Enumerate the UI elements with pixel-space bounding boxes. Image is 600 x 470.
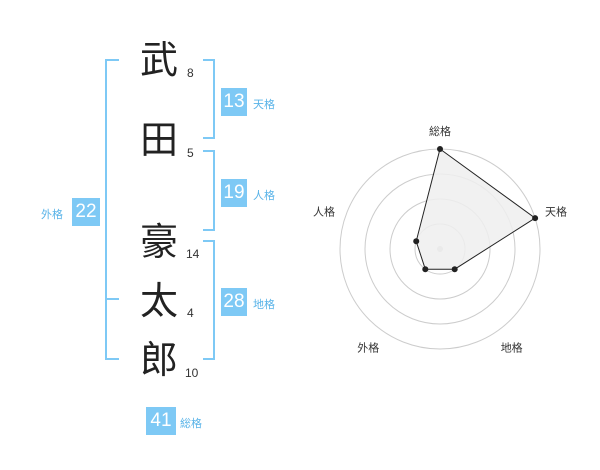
radar-axis-label: 天格 — [545, 204, 567, 218]
jinkaku-bracket-bottom — [203, 229, 215, 231]
chikaku-bracket-vertical — [213, 240, 215, 360]
tenkaku-label: 天格 — [253, 98, 275, 111]
radar-axis-label: 人格 — [313, 204, 335, 218]
chikaku-bracket-top — [203, 240, 215, 242]
jinkaku-value: 19 — [221, 179, 247, 207]
radar-axis-label: 地格 — [501, 341, 523, 355]
chikaku-value: 28 — [221, 288, 247, 316]
chikaku-bracket-bottom — [203, 358, 215, 360]
stroke-count-5: 10 — [185, 366, 199, 380]
chikaku-label: 地格 — [253, 298, 275, 311]
gaikaku-value: 22 — [72, 198, 100, 226]
gaikaku-bracket-bottom — [105, 358, 119, 360]
tenkaku-value: 13 — [221, 88, 247, 116]
jinkaku-bracket-vertical — [213, 150, 215, 231]
jinkaku-bracket-top — [203, 150, 215, 152]
soukaku-label: 総格 — [180, 417, 202, 430]
radar-point-1 — [437, 146, 443, 152]
tenkaku-bracket-top — [203, 59, 215, 61]
radar-point-3 — [451, 266, 458, 273]
name-char-5: 郎 — [140, 338, 179, 382]
gaikaku-bracket-mid — [105, 298, 119, 300]
gaikaku-bracket-top — [105, 59, 119, 61]
jinkaku-label: 人格 — [253, 189, 275, 202]
gaikaku-label: 外格 — [41, 208, 63, 221]
radar-point-2 — [532, 215, 539, 222]
stroke-count-3: 14 — [186, 247, 200, 261]
name-char-2: 田 — [140, 118, 179, 162]
gaikaku-bracket-vertical — [105, 59, 107, 360]
radar-axis-label: 外格 — [357, 341, 379, 355]
radar-point-5 — [413, 238, 420, 245]
stroke-count-1: 8 — [187, 66, 194, 80]
radar-axis-label: 総格 — [429, 124, 451, 138]
radar-point-4 — [422, 266, 429, 273]
name-char-3: 豪 — [140, 220, 179, 264]
tenkaku-bracket-vertical — [213, 59, 215, 139]
tenkaku-bracket-bottom — [203, 137, 215, 139]
stroke-count-4: 4 — [187, 306, 194, 320]
soukaku-value: 41 — [146, 407, 176, 435]
stroke-count-2: 5 — [187, 146, 194, 160]
name-char-4: 太 — [140, 279, 179, 323]
name-char-1: 武 — [140, 38, 179, 82]
radar-polygon — [415, 148, 536, 270]
